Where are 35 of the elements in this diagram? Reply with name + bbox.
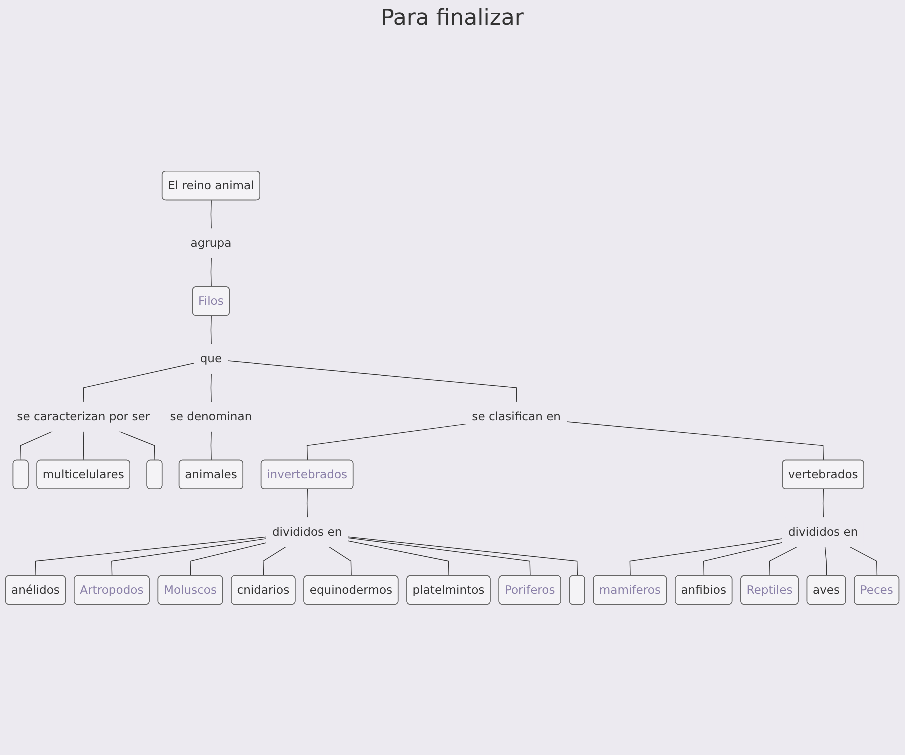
- connector: [210, 200, 212, 230]
- node-text: agrupa: [190, 236, 232, 250]
- connector: [348, 538, 531, 577]
- node-text: divididos en: [788, 525, 858, 539]
- connector: [210, 258, 212, 288]
- connector: [329, 546, 352, 577]
- connector: [566, 422, 824, 461]
- connector: [210, 431, 212, 461]
- node-text: se caracterizan por ser: [17, 410, 150, 424]
- node-text: se clasifican en: [472, 410, 562, 424]
- connector: [20, 431, 53, 461]
- connector: [83, 431, 84, 461]
- connector: [769, 546, 798, 577]
- connector: [190, 542, 268, 577]
- connector: [119, 431, 156, 461]
- connector: [228, 360, 518, 404]
- connector: [850, 546, 878, 577]
- title: Para finalizar: [380, 6, 525, 31]
- connector: [35, 536, 268, 577]
- connector: [263, 546, 286, 577]
- connector: [348, 540, 450, 577]
- connector: [630, 538, 784, 577]
- node-text: que: [200, 352, 222, 366]
- connector: [824, 546, 828, 577]
- connector: [210, 316, 212, 346]
- connector: [210, 374, 212, 404]
- connector: [112, 538, 268, 577]
- connector: [306, 424, 468, 461]
- connector: [348, 536, 578, 577]
- node-text: se denominan: [170, 410, 252, 424]
- connector: [703, 542, 784, 577]
- connector: [306, 489, 308, 519]
- connector: [83, 362, 196, 404]
- connector: [822, 489, 824, 519]
- node-text: divididos en: [272, 525, 342, 539]
